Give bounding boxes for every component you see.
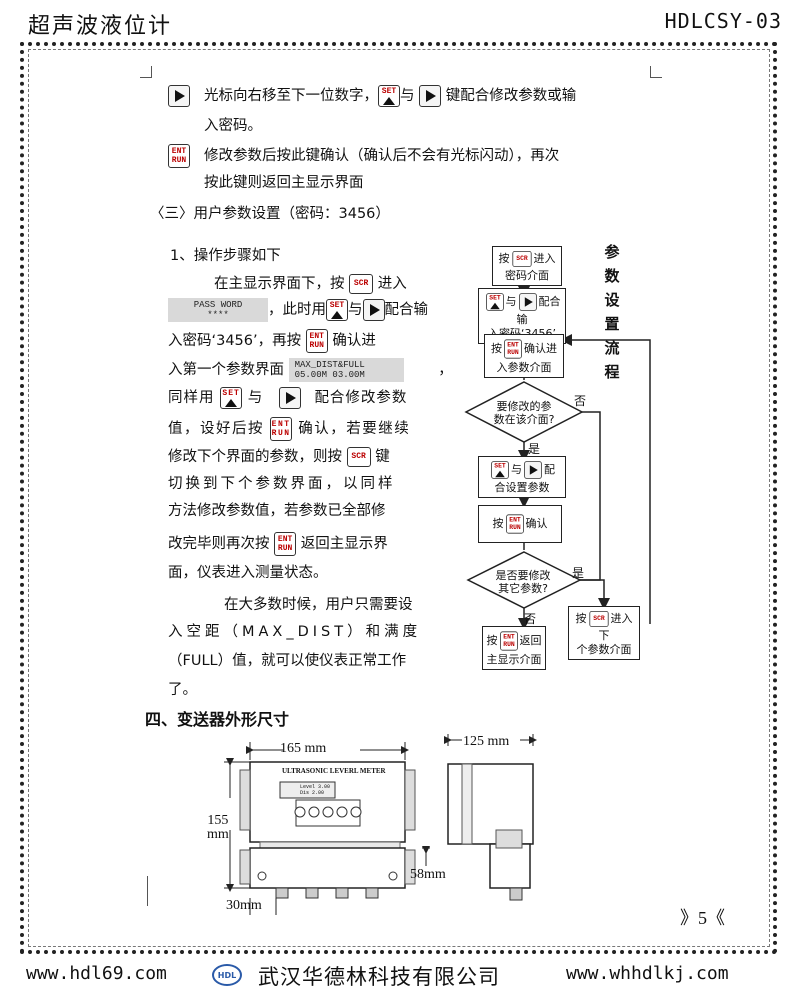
right-arrow-key-icon bbox=[362, 299, 385, 321]
company-name: 武汉华德林科技有限公司 bbox=[258, 965, 500, 989]
footer-website-left[interactable]: www.hdl69.com bbox=[26, 963, 167, 984]
intro-line-4: 按此键则返回主显示界面 bbox=[204, 175, 364, 191]
intro-line-3: 修改参数后按此键确认（确认后不会有光标闪动），再次 bbox=[204, 148, 560, 164]
no-label: 否 bbox=[524, 612, 537, 626]
steps-heading: 1、操作步骤如下 bbox=[170, 248, 281, 264]
right-arrow-key-icon bbox=[524, 461, 542, 479]
intro-text: 光标向右移至下一位数字， bbox=[204, 88, 378, 104]
yes-label: 是 bbox=[572, 566, 585, 580]
note-line: 了。 bbox=[168, 682, 197, 698]
intro-text: 键配合修改参数或输 bbox=[445, 88, 577, 104]
step-line: 切换到下个参数界面，以同样 bbox=[168, 476, 396, 492]
lcd-password-display: PASS WORD**** bbox=[168, 298, 268, 322]
dimension-width: 165 mm bbox=[280, 741, 327, 756]
scr-key-icon: SCR bbox=[346, 447, 371, 467]
right-arrow-key-icon bbox=[278, 387, 301, 409]
set-key-icon: SET bbox=[485, 293, 504, 311]
right-arrow-key-icon bbox=[518, 293, 537, 311]
footer-website-right[interactable]: www.whhdlkj.com bbox=[566, 963, 729, 984]
crop-mark-bottom-left bbox=[140, 876, 148, 906]
step-line: 方法修改参数值，若参数已全部修 bbox=[168, 503, 386, 519]
scr-key-icon: SCR bbox=[511, 251, 532, 267]
no-label: 否 bbox=[574, 394, 587, 408]
flowchart-title: 参 数 设 置 流 程 bbox=[604, 243, 620, 381]
step-line: 在主显示界面下，按 SCR 进入 bbox=[214, 274, 407, 294]
flowchart-connectors bbox=[464, 286, 651, 630]
note-line: 入空距（MAX_DIST）和满度 bbox=[168, 624, 422, 640]
section-4-title: 四、变送器外形尺寸 bbox=[145, 710, 290, 729]
intro-line-2: 入密码。 bbox=[204, 118, 262, 134]
transmitter-dimension-drawing bbox=[224, 734, 537, 915]
page-border bbox=[20, 42, 777, 954]
device-label: ULTRASONIC LEVERL METER bbox=[282, 767, 386, 775]
model-number: HDLCSY-03 bbox=[664, 9, 782, 33]
note-line: （FULL）值，就可以使仪表正常工作 bbox=[168, 653, 407, 669]
dimension-bottom: 30mm bbox=[226, 898, 262, 913]
page-inner-border bbox=[28, 49, 770, 947]
crop-mark-top-left bbox=[140, 66, 152, 78]
decision-2-text: 是否要修改其它参数? bbox=[495, 569, 551, 595]
set-key-icon: SET bbox=[326, 299, 348, 321]
scr-key-icon: SCR bbox=[588, 611, 609, 627]
scr-key-icon: SCR bbox=[349, 274, 374, 294]
step-line: 同样用 SET 与 配合修改参数 bbox=[168, 385, 407, 411]
crop-mark-top-right bbox=[650, 66, 662, 78]
yes-label: 是 bbox=[528, 442, 541, 456]
set-key-icon: SET bbox=[220, 387, 243, 409]
note-line: 在大多数时候，用户只需要设 bbox=[224, 597, 413, 613]
document-title: 超声波液位计 bbox=[28, 14, 173, 39]
step-line: 面，仪表进入测量状态。 bbox=[168, 565, 328, 581]
right-arrow-key-icon bbox=[419, 85, 442, 107]
section-3-title: 〈三〉用户参数设置（密码：3456） bbox=[150, 206, 390, 222]
page-number: 》5《 bbox=[680, 908, 725, 928]
step-line: 修改下个界面的参数，则按 SCR 键 bbox=[168, 447, 390, 467]
company-logo-icon: HDL bbox=[212, 964, 242, 986]
right-arrow-key-icon bbox=[168, 85, 190, 107]
intro-text: 与 bbox=[400, 88, 415, 104]
set-key-icon: SET bbox=[378, 85, 400, 107]
dimension-lower: 58mm bbox=[410, 867, 446, 882]
decision-1-text: 要修改的参数在该介面? bbox=[493, 400, 555, 426]
set-key-icon: SET bbox=[491, 461, 509, 479]
dimension-depth: 125 mm bbox=[463, 734, 510, 749]
